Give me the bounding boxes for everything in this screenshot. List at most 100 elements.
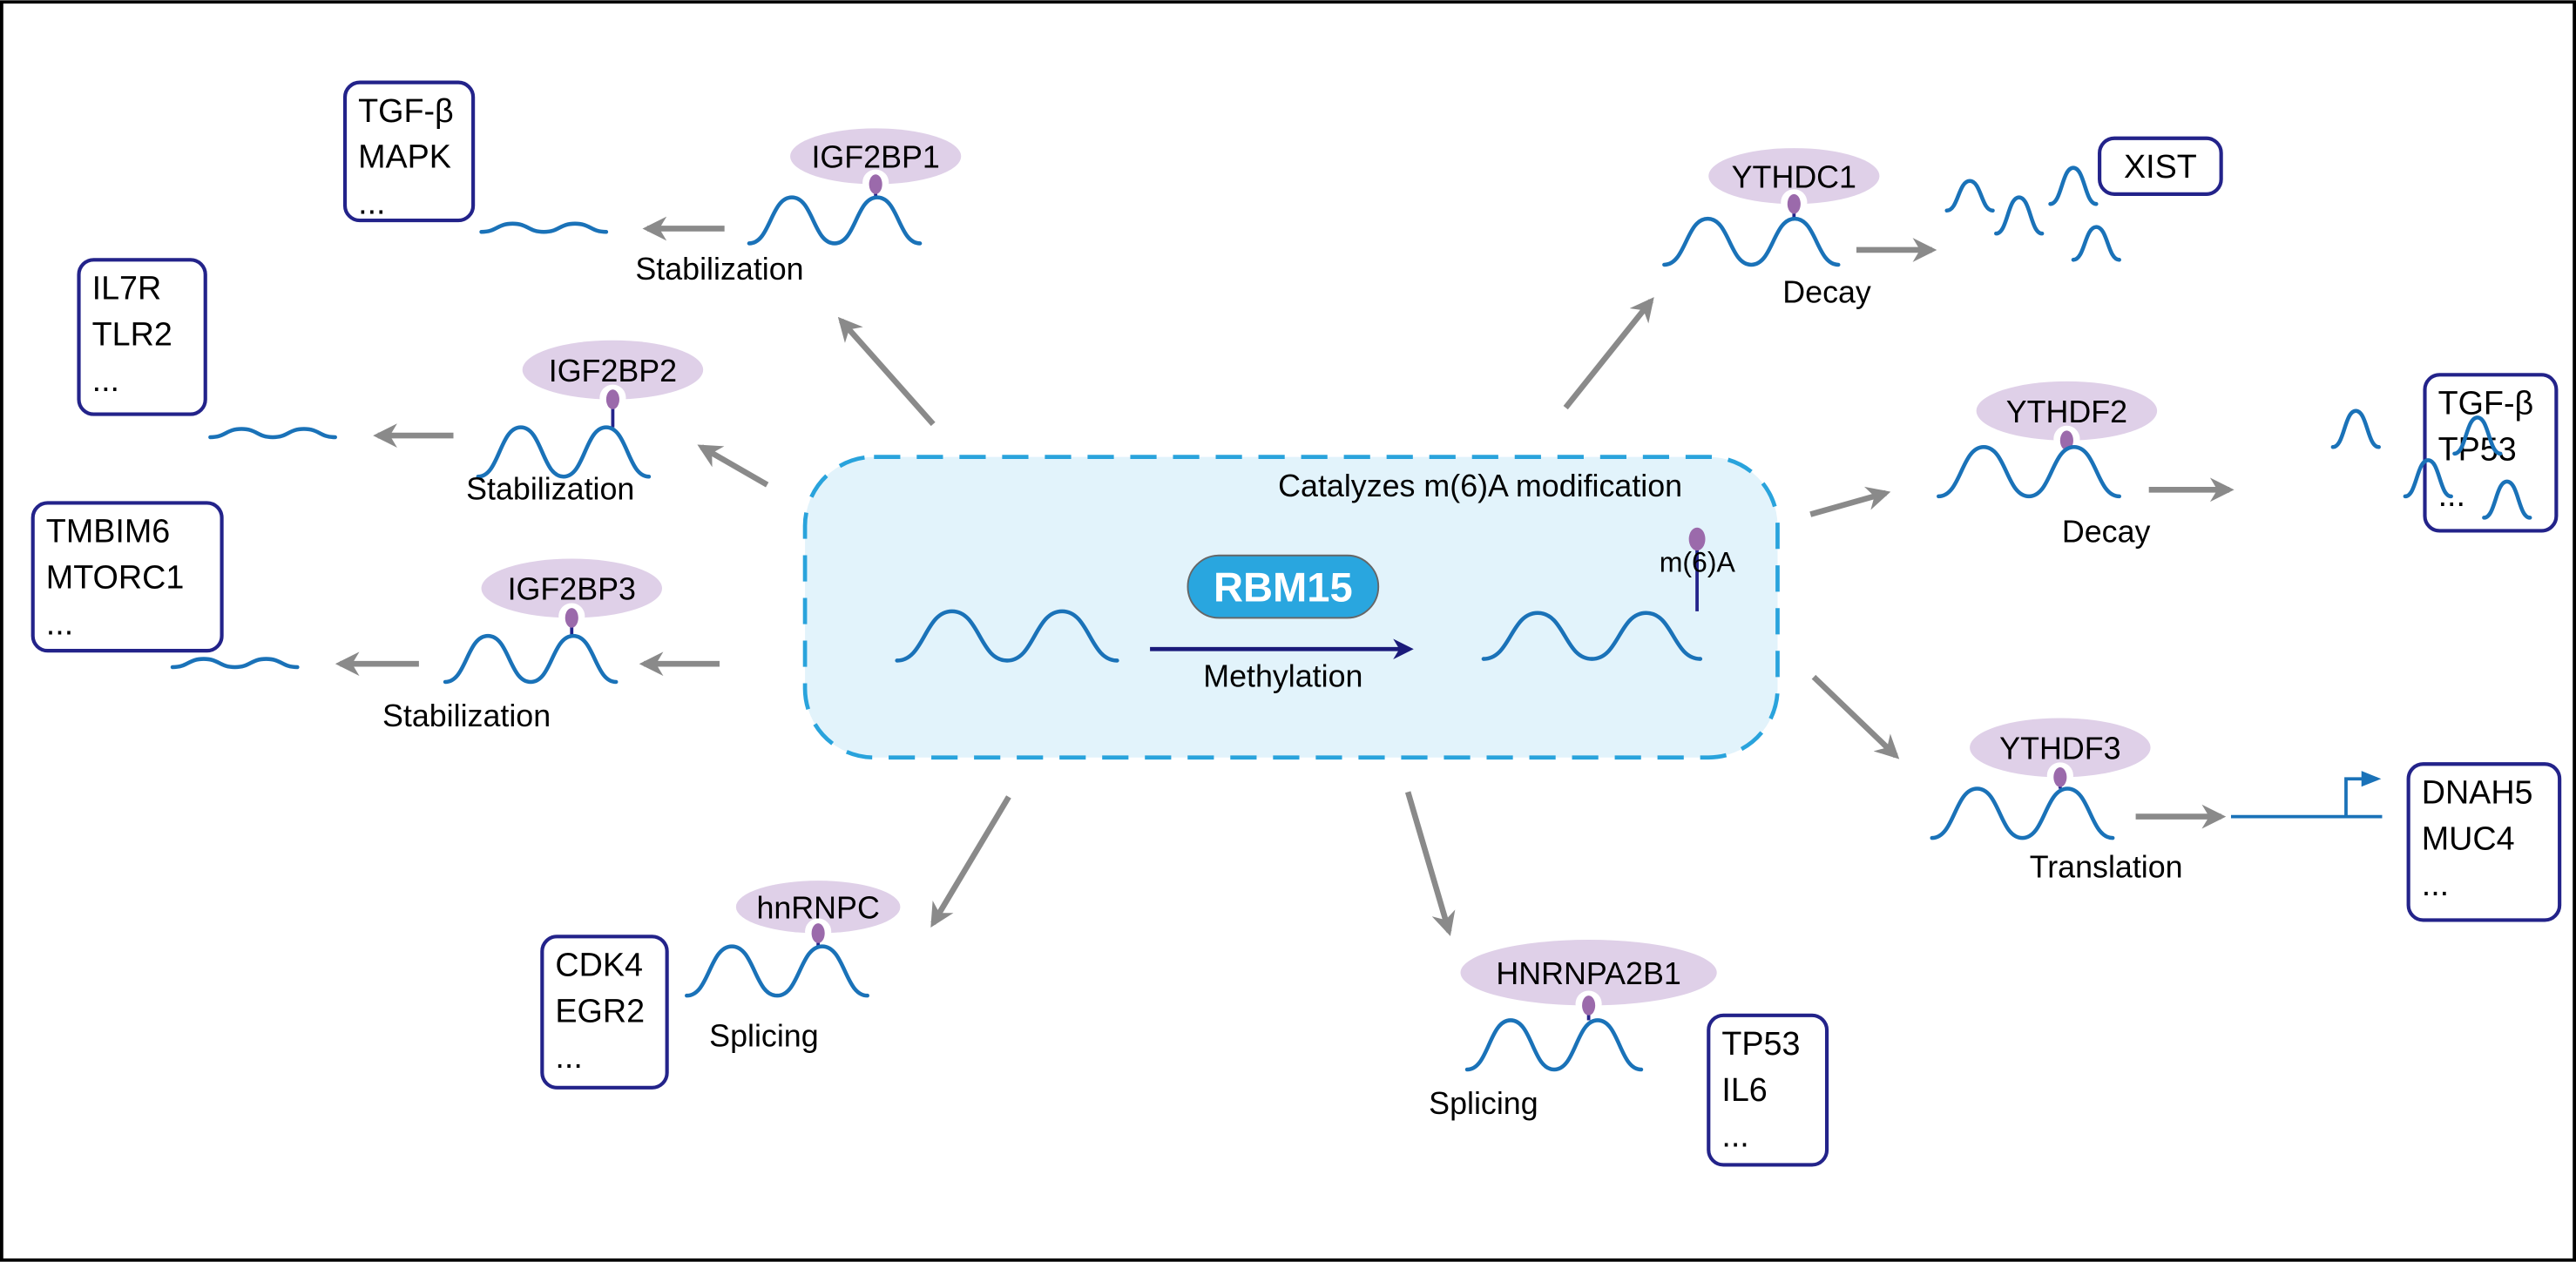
methylated-rna [1937, 445, 2121, 499]
m6a-dot [605, 389, 619, 409]
arrow-to-hnrnpa2b1 [1405, 791, 1456, 936]
rna-fragment [2482, 479, 2532, 520]
arrow-to-igf2bp1 [837, 316, 936, 427]
target-gene: XIST [2124, 148, 2197, 185]
rna-fragment [2452, 415, 2503, 456]
target-gene: MAPK [358, 138, 451, 175]
panel-title: Catalyzes m(6)A modification [1278, 469, 1682, 503]
reader-modules: IGF2BP1StabilizationTGF-βMAPK...IGF2BP2S… [30, 80, 2562, 1167]
methylated-rna [476, 425, 652, 479]
target-gene: ... [358, 184, 385, 220]
methylated-rna [1662, 216, 1841, 267]
m6a-dot [2059, 430, 2073, 451]
rna-fragment [1994, 195, 2045, 236]
effect-label: Splicing [709, 1019, 818, 1054]
m6a-dot [869, 174, 882, 194]
target-box: TP53IL6... [1707, 1013, 1829, 1167]
m6a-dot [2053, 767, 2067, 787]
target-gene: TGF-β [358, 92, 454, 129]
methylation-label: Methylation [1203, 659, 1362, 694]
reader-name: IGF2BP1 [811, 140, 939, 175]
target-gene: TGF-β [2438, 385, 2534, 422]
methylated-rna [443, 633, 619, 685]
reader-igf2bp2: IGF2BP2StabilizationIL7RTLR2... [77, 258, 704, 507]
methylated-rna [1464, 1018, 1644, 1072]
target-box: TGF-βTP53... [2423, 373, 2559, 533]
m6a-dot [1582, 995, 1596, 1016]
rbm15-pill [1187, 554, 1380, 619]
m6a-dot [811, 923, 825, 943]
target-gene: IL7R [92, 270, 162, 307]
target-box-border [540, 935, 669, 1090]
reader-name: YTHDF3 [1999, 732, 2120, 766]
reader-bubble [1708, 148, 1880, 205]
target-gene: DNAH5 [2422, 774, 2533, 811]
reader-bubble [481, 558, 662, 618]
effect-label: Decay [1782, 274, 1871, 309]
reader-hnrnpa2b1: HNRNPA2B1SplicingTP53IL6... [1429, 940, 1829, 1167]
target-box: CDK4EGR2... [540, 935, 669, 1090]
rna-fragment [1944, 179, 1995, 213]
stabilized-rna [208, 427, 337, 440]
methylated-rna [1481, 611, 1703, 661]
target-gene: IL6 [1721, 1071, 1767, 1108]
arrow-to-ythdc1 [1563, 297, 1654, 410]
target-box: IL7R TLR2... [77, 258, 207, 416]
methylated-rna [1930, 786, 2115, 840]
reader-name: YTHDF2 [2006, 395, 2127, 429]
target-gene: ... [92, 361, 119, 398]
target-box-border [30, 501, 224, 653]
reader-bubble [1460, 940, 1717, 1006]
target-box-border [2406, 762, 2562, 922]
reader-ythdf2: YTHDF2DecayTGF-βTP53... [1937, 373, 2559, 550]
reader-name: YTHDC1 [1732, 159, 1856, 194]
target-gene: TLR2 [92, 315, 172, 352]
m6a-dot [565, 608, 578, 628]
pathway-arrows [335, 216, 2235, 936]
rbm15-label: RBM15 [1214, 564, 1353, 611]
target-gene: MUC4 [2422, 820, 2515, 856]
target-gene: ... [2422, 866, 2449, 902]
target-gene: EGR2 [555, 992, 645, 1029]
target-box: TGF-βMAPK... [342, 80, 476, 223]
target-box-border [2098, 136, 2223, 196]
target-gene: TP53 [1721, 1025, 1800, 1062]
arrow-to-hnrnpc [930, 795, 1011, 928]
reader-ythdf3: YTHDF3TranslationDNAH5MUC4... [1930, 718, 2562, 922]
target-gene: TP53 [2438, 430, 2517, 467]
target-gene: ... [46, 604, 73, 641]
arrow-to-ythdf2 [1809, 486, 1891, 517]
writer-panel: Catalyzes m(6)A modification RBM15 Methy… [802, 455, 1780, 760]
target-box-border [1707, 1013, 1829, 1167]
rna-fragment [2071, 225, 2121, 262]
methylated-rna [685, 944, 869, 998]
stabilized-rna [170, 657, 300, 670]
reader-name: HNRNPA2B1 [1496, 956, 1680, 991]
rna-fragment [2403, 458, 2453, 499]
reader-name: IGF2BP3 [508, 572, 636, 607]
reader-bubble [1976, 381, 2158, 441]
rna-fragment [2330, 408, 2381, 449]
reader-bubble [790, 128, 962, 185]
m6a-dot [1787, 193, 1801, 214]
reader-bubble [522, 340, 704, 400]
effect-label: Stabilization [466, 472, 634, 507]
m6a-dot [1688, 527, 1706, 551]
m6a-label: m(6)A [1660, 547, 1736, 578]
promoter-arrow-icon [2344, 771, 2382, 817]
target-box: TMBIM6MTORC1... [30, 501, 224, 653]
product-rnas [170, 165, 2532, 819]
effect-label: Decay [2062, 515, 2151, 550]
target-box: DNAH5MUC4... [2406, 762, 2562, 922]
target-box: XIST [2098, 136, 2223, 196]
unmodified-rna [895, 609, 1119, 663]
methylated-rna [747, 195, 923, 246]
effect-label: Stabilization [382, 698, 551, 733]
target-box-border [2423, 373, 2559, 533]
effect-label: Stabilization [635, 252, 803, 287]
reader-hnrnpc: hnRNPCSplicingCDK4EGR2... [540, 881, 901, 1090]
stabilized-rna [479, 221, 609, 234]
target-box-border [342, 80, 476, 223]
